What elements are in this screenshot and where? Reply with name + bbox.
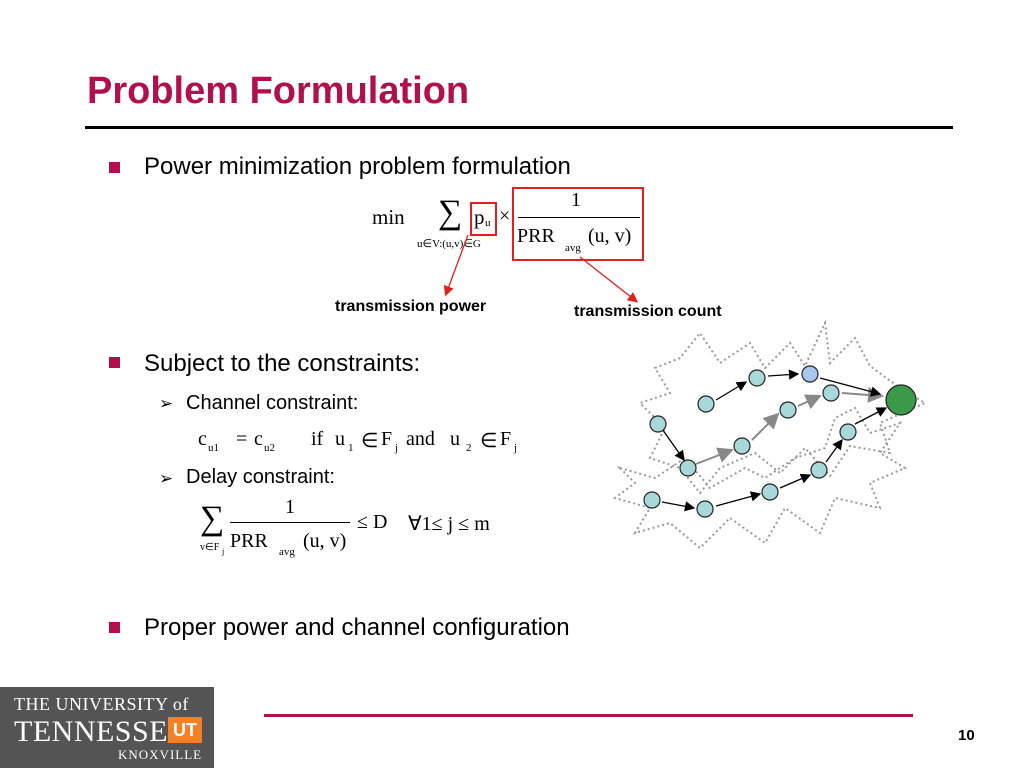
logo-tennessee-text: TENNESSEE: [14, 715, 187, 748]
delay-prr: PRR: [230, 530, 268, 552]
power-variable: p: [474, 205, 485, 229]
delay-bound: ≤ D: [357, 511, 388, 533]
title-divider: [85, 126, 953, 129]
prr-denominator: PRR: [517, 225, 555, 247]
link-arrow: [854, 407, 888, 425]
channel-f1: F: [381, 428, 393, 450]
sensor-node: [696, 500, 714, 518]
link-arrow: [779, 473, 812, 489]
delay-numerator: 1: [285, 496, 295, 518]
network-diagram: [612, 319, 928, 550]
sensor-node-highlighted: [801, 365, 819, 383]
channel-u1: u: [335, 428, 345, 450]
objective-fraction-bar: [518, 217, 640, 218]
university-logo: THE UNIVERSITY of TENNESSEE UT KNOXVILLE: [0, 687, 214, 768]
channel-equals: =: [236, 428, 248, 450]
arrow-bullet-icon: ➢: [159, 469, 174, 488]
prr-subscript: avg: [565, 242, 581, 254]
channel-f2: F: [500, 428, 512, 450]
link-arrow: [695, 447, 734, 465]
channel-f2-subscript: j: [514, 442, 518, 454]
objective-numerator: 1: [571, 189, 581, 211]
interference-region-bottom: [612, 406, 908, 550]
sensor-node: [643, 491, 661, 509]
channel-equation: c u1 = c u2 if u 1 ∈ F j and u 2 ∈ F j: [198, 426, 538, 460]
objective-formula: min ∑ u∈V:(u,v)∈G p u × 1 PRR avg (u, v): [370, 185, 670, 265]
link-arrow: [715, 381, 748, 401]
sensor-node: [733, 437, 751, 455]
sensor-node: [761, 483, 779, 501]
delay-prr-arguments: (u, v): [303, 530, 347, 552]
min-operator: min: [372, 205, 405, 229]
channel-constraint-label: Channel constraint:: [186, 392, 359, 414]
sensor-node: [839, 423, 857, 441]
delay-sum-subscript: v∈F: [200, 542, 220, 553]
sink-node: [885, 384, 917, 416]
arrow-bullet-icon: ➢: [159, 394, 174, 413]
channel-c1-subscript: u1: [208, 442, 219, 454]
delay-prr-subscript: avg: [279, 546, 295, 558]
link-arrow: [767, 369, 800, 380]
power-subscript: u: [485, 217, 491, 229]
delay-constraint-label: Delay constraint:: [186, 466, 335, 488]
delay-fraction-bar: [230, 522, 350, 523]
transmission-power-label: transmission power: [335, 298, 487, 315]
sensor-node: [697, 395, 715, 413]
interference-region-top: [638, 319, 928, 495]
channel-in-2: ∈: [480, 430, 498, 452]
delay-sum-subscript-j: j: [222, 547, 225, 556]
footer-divider: [264, 714, 913, 717]
channel-c1: c: [198, 428, 207, 450]
page-number: 10: [958, 727, 975, 744]
logo-university-text: THE UNIVERSITY of: [14, 694, 189, 714]
bullet-proper-text: Proper power and channel configuration: [144, 614, 570, 641]
delay-forall: ∀1≤ j ≤ m: [408, 513, 490, 535]
square-bullet-icon: [109, 162, 120, 173]
channel-in-1: ∈: [361, 430, 379, 452]
link-arrow: [751, 412, 780, 441]
sensor-node: [822, 384, 840, 402]
count-highlight-box: [512, 187, 644, 261]
count-annotation-arrow: [579, 256, 639, 303]
times-operator: ×: [499, 205, 511, 227]
power-highlight-box: [470, 202, 497, 236]
channel-c2-subscript: u2: [264, 442, 275, 454]
channel-if: if: [311, 428, 324, 450]
link-arrow: [825, 438, 843, 463]
link-arrow: [715, 491, 762, 507]
channel-u2-subscript: 2: [466, 442, 472, 454]
prr-arguments: (u, v): [588, 225, 632, 247]
sum-symbol: ∑: [438, 194, 463, 231]
delay-sum-symbol: ∑: [200, 500, 225, 537]
channel-u2: u: [450, 428, 460, 450]
sensor-node: [679, 459, 697, 477]
sensor-node: [779, 401, 797, 419]
bullet-power-text: Power minimization problem formulation: [144, 153, 571, 180]
sum-subscript: u∈V:(u,v)∈G: [417, 238, 481, 250]
power-annotation-arrow: [443, 234, 469, 297]
slide-title: Problem Formulation: [87, 70, 470, 112]
sensor-node: [748, 369, 766, 387]
link-arrow: [797, 394, 822, 410]
link-arrow: [819, 377, 882, 397]
link-arrow: [661, 501, 696, 512]
channel-and: and: [406, 428, 435, 450]
bullet-constraints-text: Subject to the constraints:: [144, 350, 421, 377]
channel-c2: c: [254, 428, 263, 450]
link-arrow: [659, 425, 685, 462]
delay-equation: ∑ v∈F j 1 PRR avg (u, v) ≤ D ∀1≤ j ≤ m: [200, 494, 520, 560]
logo-knoxville-text: KNOXVILLE: [118, 747, 203, 762]
transmission-count-label: transmission count: [574, 303, 722, 320]
channel-f1-subscript: j: [395, 442, 399, 454]
channel-u1-subscript: 1: [348, 442, 354, 454]
square-bullet-icon: [109, 622, 120, 633]
square-bullet-icon: [109, 357, 120, 368]
ut-badge-icon: UT: [168, 717, 202, 743]
sensor-node: [649, 415, 667, 433]
sensor-node: [810, 461, 828, 479]
